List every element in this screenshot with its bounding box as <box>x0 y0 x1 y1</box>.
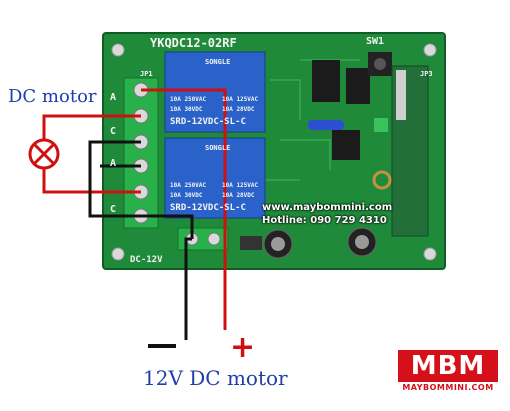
supply-label: 12V DC motor <box>143 366 288 390</box>
terminal-label: C <box>110 204 117 215</box>
jp3-label: JP3 <box>420 70 433 78</box>
relay-model: SRD-12VDC-SL-C <box>170 117 246 127</box>
terminal-label: C <box>110 126 117 137</box>
brand-url: MAYBOMMINI.COM <box>402 383 494 392</box>
ic-chip <box>346 68 370 104</box>
sw1-label: SW1 <box>366 36 385 47</box>
minus-sign <box>148 344 176 348</box>
mount-hole <box>111 43 125 57</box>
relay-rating: 10A 250VAC <box>170 182 207 189</box>
relay-model: SRD-12VDC-SL-C <box>170 203 246 213</box>
wire-motor-c <box>42 168 141 194</box>
relay-rating: 10A 28VDC <box>222 106 255 113</box>
dc-motor-label: DC motor <box>8 86 97 107</box>
brand-logo: MBM MAYBOMMINI.COM <box>398 350 498 394</box>
relay-rating: 10A 125VAC <box>222 182 259 189</box>
ic-chip <box>312 60 340 102</box>
relay-rating: 10A 250VAC <box>170 96 207 103</box>
crystal <box>308 120 344 130</box>
mount-hole <box>423 43 437 57</box>
relay-rating: 10A 30VDC <box>170 192 203 199</box>
relay-brand: SONGLE <box>205 58 231 66</box>
wire-minus <box>184 237 192 340</box>
wire-motor-a <box>42 114 141 140</box>
watermark-site: www.maybommini.com <box>262 202 393 213</box>
ic-chip <box>332 130 360 160</box>
power-label: DC-12V <box>130 255 163 265</box>
wire-plus <box>162 88 227 330</box>
relay-bottom <box>164 137 266 219</box>
jp1-label: JP1 <box>140 70 153 78</box>
mount-hole <box>111 247 125 261</box>
terminal-label: A <box>110 92 117 103</box>
relay-rating: 10A 125VAC <box>222 96 259 103</box>
terminal-block <box>123 77 159 229</box>
relay-rating: 10A 28VDC <box>222 192 255 199</box>
brand-letters: MBM <box>398 350 498 382</box>
relay-brand: SONGLE <box>205 144 231 152</box>
mount-hole <box>423 247 437 261</box>
watermark-hotline: Hotline: 090 729 4310 <box>262 215 387 226</box>
terminal-label: A <box>110 158 117 169</box>
relay-top <box>164 51 266 133</box>
plus-sign: + <box>230 330 256 365</box>
board-model-label: YKQDC12-02RF <box>150 36 237 50</box>
antenna-coil <box>372 170 392 190</box>
watermark: www.maybommini.com Hotline: 090 729 4310 <box>262 202 412 226</box>
relay-rating: 10A 30VDC <box>170 106 203 113</box>
